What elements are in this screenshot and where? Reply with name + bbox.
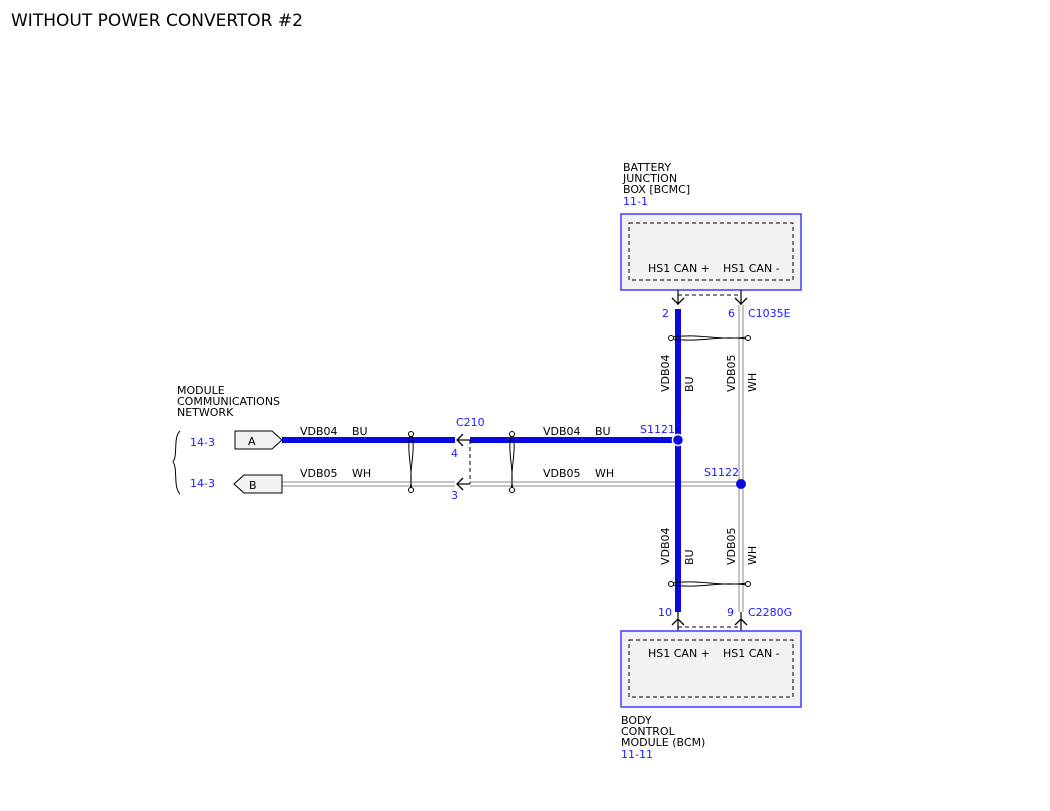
wire-upper-vdb04-color: BU xyxy=(683,376,696,392)
wire-lower-vdb05-circuit: VDB05 xyxy=(725,527,738,565)
c2280g-pin-9: 9 xyxy=(727,606,734,619)
wire-upper-vdb05-color: WH xyxy=(746,373,759,392)
mcn-brace-icon xyxy=(172,430,181,495)
bcm-name-line-2: CONTROL xyxy=(621,725,676,738)
c1035e-label[interactable]: C1035E xyxy=(748,307,791,320)
module-communications-network[interactable]: MODULE COMMUNICATIONS NETWORK 14-3 14-3 … xyxy=(172,384,283,495)
wire-upper-vdb04-circuit: VDB04 xyxy=(659,354,672,392)
wire-left-vdb05-circuit: VDB05 xyxy=(300,467,338,480)
wire-left-vdb04-color: BU xyxy=(352,425,368,438)
mcn-connector-a-label: A xyxy=(248,435,256,448)
connector-c210[interactable]: C210 4 3 xyxy=(451,416,485,502)
wire-right-vdb04-circuit: VDB04 xyxy=(543,425,581,438)
c2280g-arrow-plus-icon xyxy=(671,618,685,626)
battery-junction-box[interactable]: BATTERY JUNCTION BOX [BCMC] 11-1 HS1 CAN… xyxy=(620,161,802,291)
twisted-pair-symbol-lower xyxy=(668,581,751,587)
c1035e-arrow-plus-icon xyxy=(671,297,685,305)
mcn-name-line-2: COMMUNICATIONS xyxy=(177,395,280,408)
splice-s1122[interactable]: S1122 xyxy=(704,466,746,489)
mcn-ref-b[interactable]: 14-3 xyxy=(190,477,215,490)
c2280g-arrow-minus-icon xyxy=(734,618,748,626)
wire-lower-vdb04-circuit: VDB04 xyxy=(659,527,672,565)
twisted-pair-symbol-upper xyxy=(668,335,751,341)
c1035e-pin-6: 6 xyxy=(728,307,735,320)
bjb-pin-plus-label: HS1 CAN + xyxy=(648,262,710,275)
wire-lower-vdb04-color: BU xyxy=(683,549,696,565)
wire-right-vdb05-circuit: VDB05 xyxy=(543,467,581,480)
twisted-pair-symbol-left xyxy=(408,431,414,493)
bjb-inner-dashed xyxy=(628,222,794,281)
wire-right-vdb05-color: WH xyxy=(595,467,614,480)
splice-s1121-dot xyxy=(671,433,685,447)
bcm-pin-plus-label: HS1 CAN + xyxy=(648,647,710,660)
c2280g-label[interactable]: C2280G xyxy=(748,606,792,619)
c1035e-pin-2: 2 xyxy=(662,307,669,320)
mcn-connector-b-icon[interactable] xyxy=(233,474,283,494)
twisted-pair-symbol-middle xyxy=(509,431,515,493)
mcn-connector-b-label: B xyxy=(249,479,257,492)
splice-s1121[interactable]: S1121 xyxy=(640,423,685,447)
bcm-ref-link[interactable]: 11-11 xyxy=(621,748,653,761)
bcm-pin-minus-label: HS1 CAN - xyxy=(723,647,780,660)
bcm-name-line-3: MODULE (BCM) xyxy=(621,736,705,749)
bjb-name-line-3: BOX [BCMC] xyxy=(623,183,690,196)
connector-c1035e[interactable]: 2 6 C1035E xyxy=(662,290,791,320)
bcm-box xyxy=(620,630,802,708)
mcn-ref-a[interactable]: 14-3 xyxy=(190,436,215,449)
bjb-ref-link[interactable]: 11-1 xyxy=(623,195,648,208)
mcn-name-line-1: MODULE xyxy=(177,384,225,397)
page-title: WITHOUT POWER CONVERTOR #2 xyxy=(11,11,303,31)
splice-s1122-dot xyxy=(736,479,746,489)
mcn-connector-a-icon[interactable] xyxy=(234,430,283,450)
wire-left-vdb04-circuit: VDB04 xyxy=(300,425,338,438)
wire-left-vdb05-color: WH xyxy=(352,467,371,480)
c1035e-arrow-minus-icon xyxy=(734,297,748,305)
c2280g-pin-10: 10 xyxy=(658,606,672,619)
bcm-name-line-1: BODY xyxy=(621,714,652,727)
wire-upper-vdb05-circuit: VDB05 xyxy=(725,354,738,392)
bjb-name-line-1: BATTERY xyxy=(623,161,671,174)
c210-label[interactable]: C210 xyxy=(456,416,485,429)
wire-right-vdb04-color: BU xyxy=(595,425,611,438)
splice-s1121-label[interactable]: S1121 xyxy=(640,423,675,436)
bjb-pin-minus-label: HS1 CAN - xyxy=(723,262,780,275)
c210-pin-4: 4 xyxy=(451,447,458,460)
bjb-name-line-2: JUNCTION xyxy=(622,172,677,185)
body-control-module[interactable]: HS1 CAN + HS1 CAN - BODY CONTROL MODULE … xyxy=(620,630,802,761)
bjb-box xyxy=(620,213,802,291)
splice-s1122-label[interactable]: S1122 xyxy=(704,466,739,479)
c210-pin-3: 3 xyxy=(451,489,458,502)
mcn-name-line-3: NETWORK xyxy=(177,406,234,419)
wire-lower-vdb05-color: WH xyxy=(746,546,759,565)
bcm-inner-dashed xyxy=(628,639,794,698)
connector-c2280g[interactable]: 10 9 C2280G xyxy=(658,606,792,631)
